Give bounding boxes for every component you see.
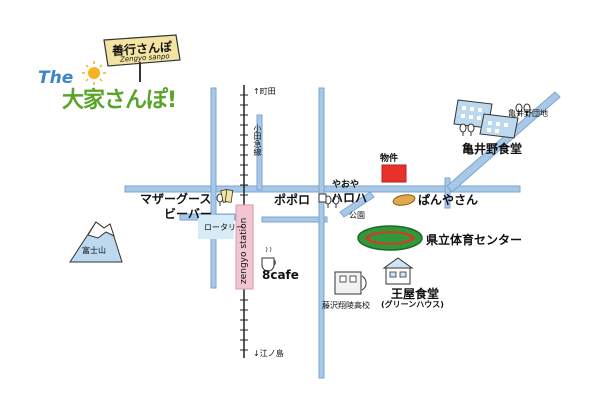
property-marker [381,164,407,183]
road-v-center [318,87,325,379]
tree-icons [216,103,531,208]
label-mt-fuji: 富士山 [82,246,106,255]
logo-the-text: The [38,68,74,88]
label-oya-shokudo: 王屋食堂 [391,287,440,301]
label-kamei-shokudo: 亀井野食堂 [462,142,523,156]
label-beaver: ビーバー [164,207,212,221]
label-sports-center: 県立体育センター [426,233,523,247]
label-mother-goose: マザーグース [140,192,212,206]
logo-main-text: 大家さんぽ! [62,88,177,113]
label-green-house: (グリーンハウス) [381,300,444,309]
label-haroha: ハロハ [331,191,368,205]
road-diagonal-small [339,191,375,218]
school-icon [334,271,367,295]
label-school: 藤沢翔陵高校 [322,301,370,310]
label-bakery: ぱんやさん [418,193,479,207]
roads [124,87,561,379]
label-odakyu-line: 小田急線 [253,124,262,156]
station-building [235,204,254,290]
label-8cafe: 8cafe [262,268,299,282]
road-mid-ew [261,216,328,223]
label-enoshima: ↓江ノ島 [253,349,284,358]
label-property: 物件 [380,154,399,164]
haroha-boxes [318,193,327,203]
coffee-cup-icon [261,246,276,272]
road-v-right [444,177,451,209]
mount-fuji-drawing [69,221,123,263]
label-rotary: ロータリー [204,223,244,232]
bread-icon [392,194,416,206]
rotary-area [198,215,234,239]
label-yaoya: やおや [332,180,360,190]
road-diagonal-ne [446,91,561,193]
stadium-drawing [357,225,423,251]
road-v-rail-side [256,114,263,191]
label-popoloco: ポポロ [274,193,311,207]
label-machida: ↑町田 [253,87,276,96]
house-icon [382,257,414,285]
book-icon [220,189,234,203]
label-kamei-danchi: 亀井野団地 [508,109,548,118]
apartment-buildings-icon [453,99,519,139]
road-v-left [210,87,217,289]
label-park: 公園 [349,211,365,220]
